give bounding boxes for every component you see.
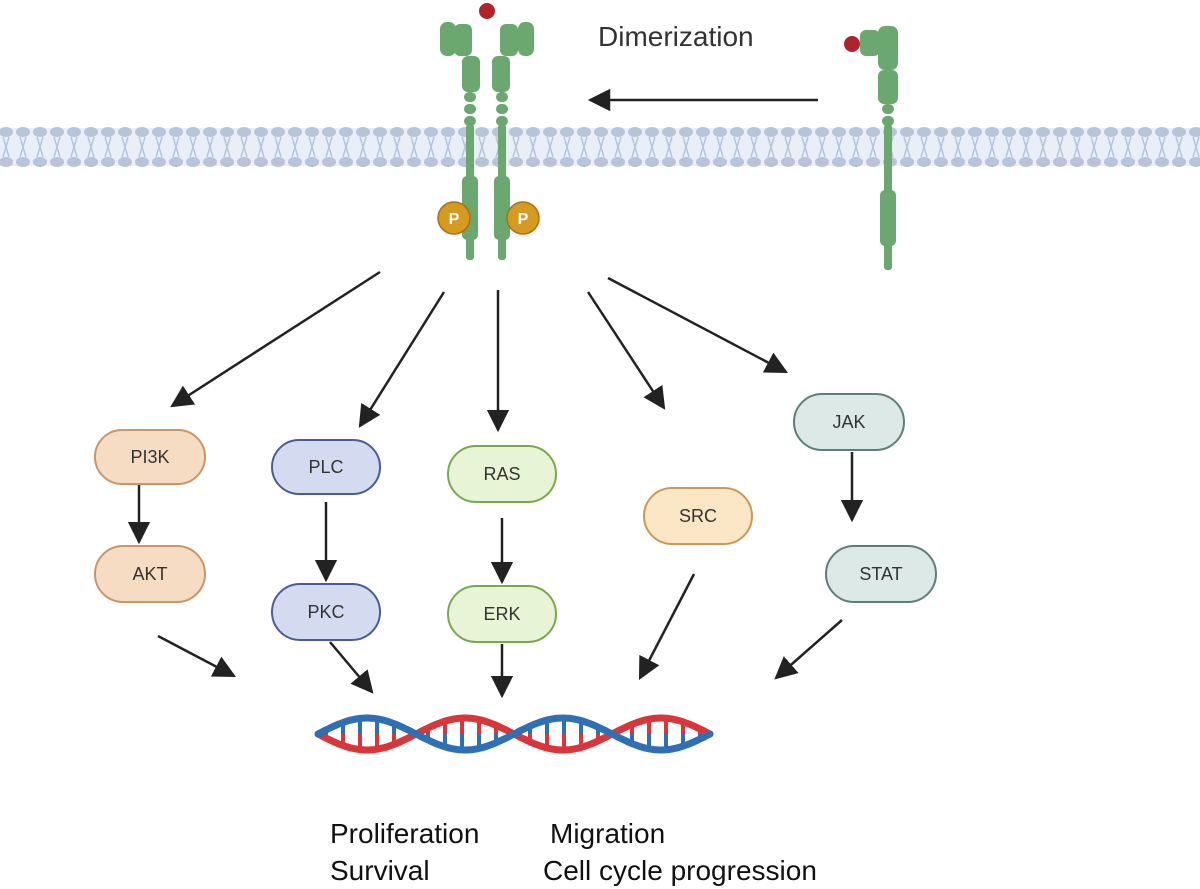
- arrow-to-pi3k: [170, 270, 381, 408]
- node-pi3k: PI3K: [94, 429, 206, 485]
- dimerization-label: Dimerization: [598, 21, 754, 52]
- phospho-left: P: [437, 201, 471, 235]
- node-akt-label: AKT: [132, 564, 167, 584]
- outcome-proliferation: Proliferation: [330, 818, 479, 849]
- node-pi3k-label: PI3K: [130, 447, 169, 467]
- node-pkc-label: PKC: [307, 602, 344, 622]
- arrow-to-jak: [607, 276, 788, 374]
- signaling-nodes: PI3K AKT PLC PKC RAS ERK SRC JAK: [94, 393, 937, 643]
- arrow-to-plc: [358, 291, 446, 428]
- node-jak-label: JAK: [832, 412, 865, 432]
- phospho-label-right: P: [518, 211, 529, 228]
- node-pkc: PKC: [271, 583, 381, 641]
- node-stat-label: STAT: [859, 564, 902, 584]
- arrow-stat-dna: [774, 619, 843, 680]
- dna-helix: [314, 714, 714, 754]
- node-akt: AKT: [94, 545, 206, 603]
- ligand-dot: [479, 3, 495, 19]
- phospho-label-left: P: [449, 211, 460, 228]
- node-ras: RAS: [447, 445, 557, 503]
- cell-membrane: [0, 127, 1200, 167]
- node-erk-label: ERK: [483, 604, 520, 624]
- arrow-src-dna: [638, 573, 696, 680]
- arrow-akt-dna: [157, 634, 236, 678]
- receptor-dimer: P P: [437, 3, 540, 260]
- arrow-pkc-dna: [329, 641, 374, 694]
- node-ras-label: RAS: [483, 464, 520, 484]
- signal-arrows: [127, 270, 864, 699]
- node-plc-label: PLC: [308, 457, 343, 477]
- ligand-dot-monomer: [844, 36, 860, 52]
- node-src-label: SRC: [679, 506, 717, 526]
- outcome-migration: Migration: [550, 818, 665, 849]
- node-jak: JAK: [793, 393, 905, 451]
- node-plc: PLC: [271, 439, 381, 495]
- node-src: SRC: [643, 487, 753, 545]
- phospho-right: P: [506, 201, 540, 235]
- outcome-cell-cycle: Cell cycle progression: [543, 855, 817, 886]
- outcome-survival: Survival: [330, 855, 430, 886]
- node-erk: ERK: [447, 585, 557, 643]
- node-stat: STAT: [825, 545, 937, 603]
- receptor-monomer: [844, 26, 898, 270]
- arrow-to-src: [586, 291, 666, 410]
